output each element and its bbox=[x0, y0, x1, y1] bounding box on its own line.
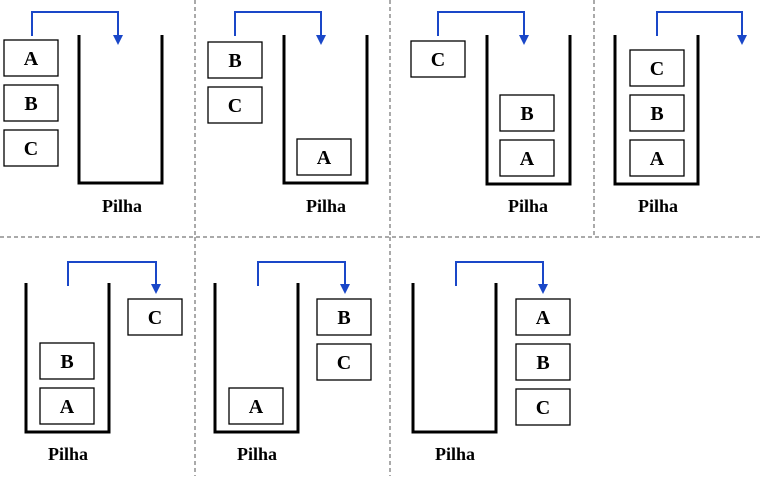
box-outline bbox=[3, 129, 59, 167]
stack-label: Pilha bbox=[508, 196, 548, 216]
outside-box-c: C bbox=[207, 86, 263, 124]
box-letter: A bbox=[520, 148, 535, 170]
box-letter: A bbox=[317, 147, 332, 169]
stack-label: Pilha bbox=[638, 196, 678, 216]
panel-4: C B A Pilha bbox=[613, 11, 747, 216]
transfer-arrow bbox=[656, 11, 747, 45]
panel-5: C B A Pilha bbox=[24, 261, 183, 464]
box-outline bbox=[629, 94, 685, 132]
outside-box-c: C bbox=[127, 298, 183, 336]
box-letter: A bbox=[60, 396, 75, 418]
stacked-box-a: A bbox=[296, 138, 352, 176]
box-letter: B bbox=[337, 307, 350, 329]
transfer-arrow bbox=[437, 11, 529, 45]
outside-box-c: C bbox=[410, 40, 466, 78]
stacked-box-a: A bbox=[39, 387, 95, 425]
box-letter: B bbox=[228, 50, 241, 72]
transfer-arrow bbox=[234, 11, 326, 45]
box-outline bbox=[39, 387, 95, 425]
box-outline bbox=[629, 139, 685, 177]
stacked-box-a: A bbox=[629, 139, 685, 177]
outside-box-c: C bbox=[316, 343, 372, 381]
box-letter: C bbox=[24, 138, 38, 160]
box-outline bbox=[207, 41, 263, 79]
panel-7: A B C Pilha bbox=[411, 261, 571, 464]
transfer-arrow bbox=[455, 261, 548, 294]
box-outline bbox=[515, 343, 571, 381]
box-letter: B bbox=[24, 93, 37, 115]
outside-box-a: A bbox=[515, 298, 571, 336]
box-outline bbox=[515, 298, 571, 336]
box-letter: C bbox=[148, 307, 162, 329]
box-letter: A bbox=[650, 148, 665, 170]
stacked-box-a: A bbox=[228, 387, 284, 425]
stack-label: Pilha bbox=[102, 196, 142, 216]
panel-2: B C A Pilha bbox=[207, 11, 369, 216]
stack-label: Pilha bbox=[306, 196, 346, 216]
box-outline bbox=[207, 86, 263, 124]
stack-label: Pilha bbox=[237, 444, 277, 464]
stacked-box-b: B bbox=[629, 94, 685, 132]
box-letter: B bbox=[536, 352, 549, 374]
stacked-box-b: B bbox=[39, 342, 95, 380]
outside-box-a: A bbox=[3, 39, 59, 77]
outside-box-c: C bbox=[3, 129, 59, 167]
box-outline bbox=[410, 40, 466, 78]
stack-container bbox=[24, 283, 111, 434]
stack-container bbox=[77, 35, 164, 185]
outside-box-b: B bbox=[3, 84, 59, 122]
box-outline bbox=[499, 94, 555, 132]
panel-3: C B A Pilha bbox=[410, 11, 572, 216]
box-letter: A bbox=[24, 48, 39, 70]
box-outline bbox=[39, 342, 95, 380]
panels: ABCPilhaBCAPilhaCBAPilhaCBAPilhaCBAPilha… bbox=[3, 11, 747, 464]
outside-box-b: B bbox=[515, 343, 571, 381]
stacked-box-a: A bbox=[499, 139, 555, 177]
stack-container bbox=[411, 283, 498, 434]
stack-container bbox=[213, 283, 300, 434]
panel-6: B C A Pilha bbox=[213, 261, 372, 464]
box-letter: B bbox=[650, 103, 663, 125]
box-outline bbox=[228, 387, 284, 425]
transfer-arrow bbox=[31, 11, 123, 45]
box-outline bbox=[316, 298, 372, 336]
box-letter: C bbox=[650, 58, 664, 80]
stack-container bbox=[282, 35, 369, 185]
box-outline bbox=[3, 39, 59, 77]
box-outline bbox=[316, 343, 372, 381]
box-letter: A bbox=[249, 396, 264, 418]
box-outline bbox=[3, 84, 59, 122]
stack-container bbox=[613, 35, 700, 186]
box-letter: B bbox=[520, 103, 533, 125]
stack-label: Pilha bbox=[48, 444, 88, 464]
box-letter: C bbox=[536, 397, 550, 419]
box-outline bbox=[515, 388, 571, 426]
box-outline bbox=[499, 139, 555, 177]
outside-box-b: B bbox=[207, 41, 263, 79]
stacked-box-b: B bbox=[499, 94, 555, 132]
box-letter: A bbox=[536, 307, 551, 329]
stack-label: Pilha bbox=[435, 444, 475, 464]
transfer-arrow bbox=[257, 261, 350, 294]
transfer-arrow bbox=[67, 261, 161, 294]
outside-box-b: B bbox=[316, 298, 372, 336]
panel-1: A B C Pilha bbox=[3, 11, 164, 216]
box-letter: C bbox=[228, 95, 242, 117]
box-letter: C bbox=[431, 49, 445, 71]
stacked-box-c: C bbox=[629, 49, 685, 87]
box-letter: C bbox=[337, 352, 351, 374]
box-letter: B bbox=[60, 351, 73, 373]
box-outline bbox=[629, 49, 685, 87]
stack-container bbox=[485, 35, 572, 186]
outside-box-c: C bbox=[515, 388, 571, 426]
box-outline bbox=[127, 298, 183, 336]
box-outline bbox=[296, 138, 352, 176]
